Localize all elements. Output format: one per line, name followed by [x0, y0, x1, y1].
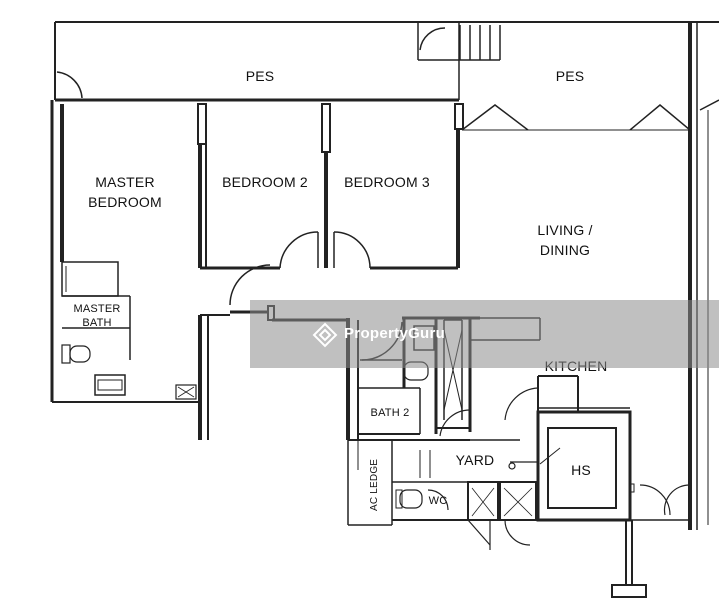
- label-master-bedroom: MASTER BEDROOM: [88, 174, 162, 210]
- label-wc: WC: [428, 495, 448, 507]
- label-bedroom-3: BEDROOM 3: [344, 174, 430, 190]
- label-pes-left: PES: [245, 68, 275, 84]
- propertyguru-logo-icon: [312, 322, 338, 348]
- label-master-bath: MASTER BATH: [73, 303, 121, 329]
- watermark-brand: PropertyGuru: [344, 325, 446, 342]
- label-pes-right: PES: [555, 68, 585, 84]
- label-bath-2: BATH 2: [370, 407, 410, 419]
- label-yard: YARD: [455, 452, 495, 468]
- label-living-dining: LIVING / DINING: [537, 222, 593, 258]
- label-ac-ledge: AC LEDGE: [369, 458, 380, 512]
- label-hs: HS: [571, 462, 591, 478]
- label-bedroom-2: BEDROOM 2: [222, 174, 308, 190]
